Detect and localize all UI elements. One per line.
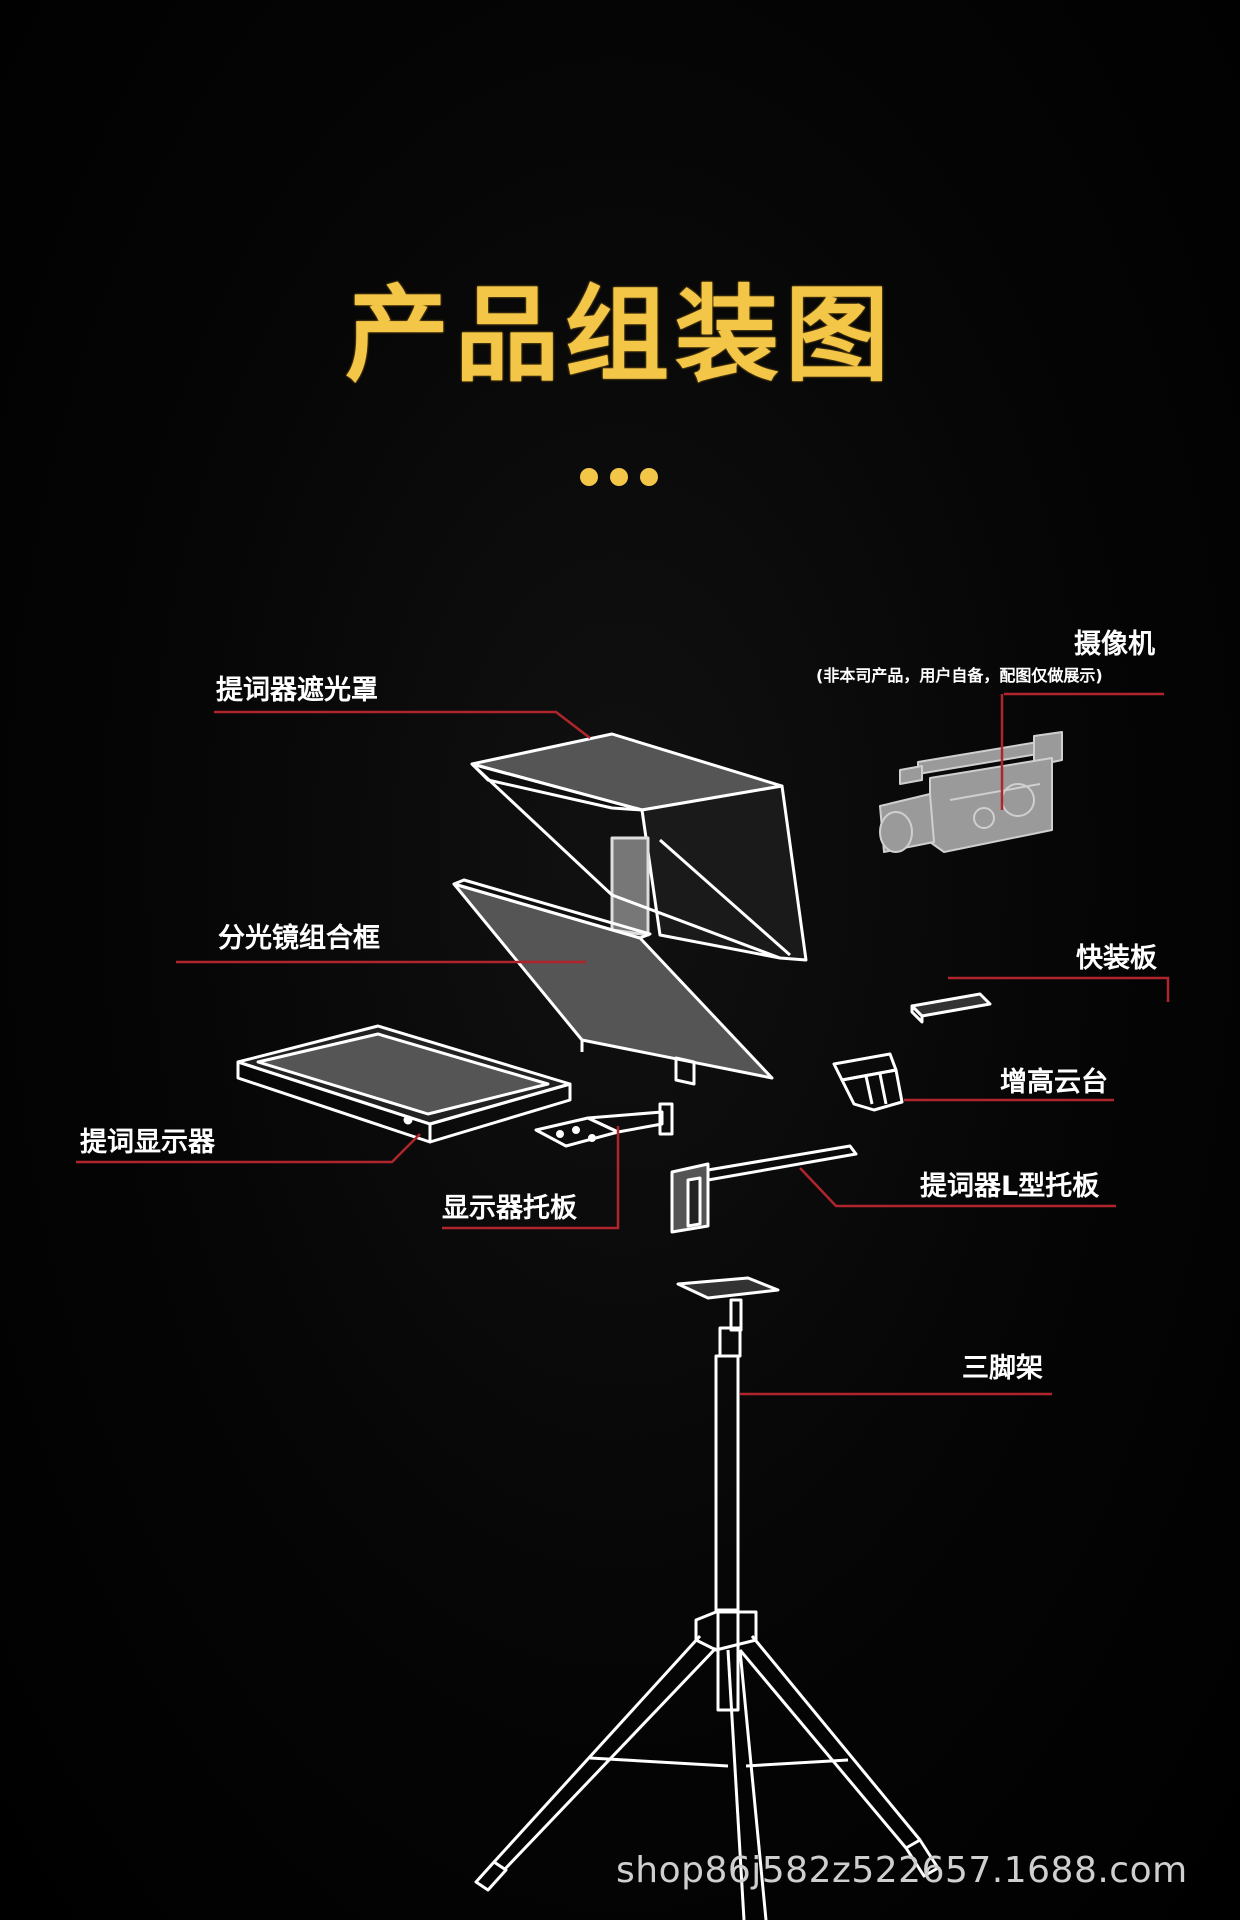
label-quick-plate: 快装板	[1076, 943, 1157, 974]
label-tripod: 三脚架	[962, 1353, 1043, 1384]
riser-head-illustration	[832, 1052, 904, 1112]
tripod-illustration	[474, 1276, 940, 1920]
leader-line-monitor	[76, 1133, 421, 1164]
title-dots-decoration	[580, 468, 660, 490]
dot	[640, 468, 658, 486]
camera-illustration	[879, 731, 1063, 853]
dot	[610, 468, 628, 486]
leader-line-l-bracket	[799, 1167, 1116, 1208]
label-beamsplitter: 分光镜组合框	[218, 923, 380, 954]
label-riser-head: 增高云台	[1000, 1067, 1108, 1098]
leader-lines	[76, 692, 1170, 1396]
dot	[580, 468, 598, 486]
monitor-illustration	[236, 1024, 572, 1144]
store-watermark: shop86j582z522657.1688.com	[616, 1850, 1188, 1891]
label-l-bracket: 提词器L型托板	[920, 1171, 1100, 1202]
page-title: 产品组装图	[344, 274, 895, 396]
label-monitor: 提词显示器	[80, 1127, 215, 1158]
monitor-tray-illustration	[534, 1102, 674, 1148]
l-bracket-illustration	[670, 1144, 858, 1234]
leader-line-monitor-tray	[442, 1126, 620, 1230]
label-monitor-tray: 显示器托板	[442, 1193, 577, 1224]
label-hood: 提词器遮光罩	[216, 675, 378, 706]
quick-plate-illustration	[910, 992, 992, 1024]
leader-line-quick-plate	[948, 976, 1170, 1002]
label-camera: 摄像机	[1074, 629, 1155, 660]
hood-illustration	[470, 732, 808, 962]
label-camera-note: (非本司产品，用户自备，配图仅做展示)	[816, 666, 1103, 685]
leader-line-hood	[214, 710, 591, 739]
beamsplitter-illustration	[452, 878, 774, 1086]
